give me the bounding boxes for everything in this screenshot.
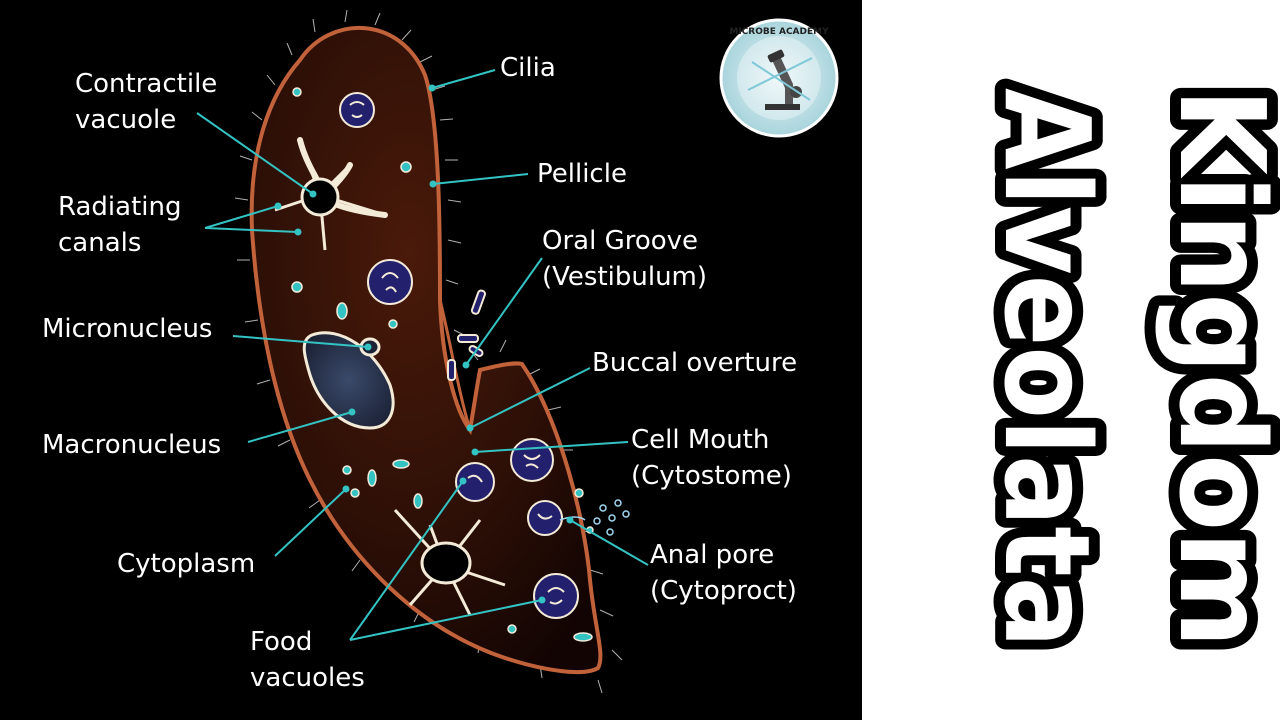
label-radiating-canals: Radiating canals (58, 189, 182, 261)
cell-body (249, 26, 603, 675)
label-pellicle: Pellicle (537, 159, 627, 189)
leader-dots (274, 84, 574, 604)
label-contractile-vacuole-line2: vacuole (75, 105, 177, 135)
label-oral-groove-line2: (Vestibulum) (542, 262, 708, 292)
label-cytoplasm: Cytoplasm (117, 549, 256, 579)
food-vacuole-contents (349, 101, 565, 605)
label-anal-pore: Anal pore (Cytoproct) (650, 537, 797, 609)
label-radiating-canals-line1: Radiating (58, 192, 182, 222)
title-panel: Kingdom Alveolata (862, 0, 1280, 720)
title-kingdom: Kingdom (1153, 88, 1280, 648)
microbe-academy-logo: MICROBE ACADEMY (719, 18, 839, 138)
title-alveolata: Alveolata (978, 88, 1116, 648)
label-anal-pore-line2: (Cytoproct) (650, 576, 797, 606)
logo-text: MICROBE ACADEMY (729, 27, 829, 37)
leader-lines (196, 69, 649, 641)
cytoplasm-granules (291, 87, 594, 642)
title-svg: Kingdom Alveolata (967, 77, 1280, 659)
label-anal-pore-line1: Anal pore (650, 540, 775, 570)
label-contractile-vacuole-line1: Contractile (75, 69, 218, 99)
contractile-vacuole (274, 137, 388, 251)
paramecium-diagram: MICROBE ACADEMY (196, 9, 839, 694)
anal-pore (559, 499, 630, 536)
label-macronucleus: Macronucleus (42, 430, 222, 460)
label-oral-groove-line1: Oral Groove (542, 226, 699, 256)
diagram-panel: MICROBE ACADEMY Contractile vacuole Radi… (0, 0, 862, 720)
label-cilia: Cilia (500, 53, 556, 83)
label-oral-groove: Oral Groove (Vestibulum) (542, 223, 707, 295)
label-contractile-vacuole: Contractile vacuole (75, 66, 217, 138)
label-cell-mouth-line2: (Cytostome) (631, 461, 792, 491)
label-cell-mouth-line1: Cell Mouth (631, 425, 770, 455)
contractile-vacuole-posterior (393, 508, 506, 616)
label-food-vacuoles-line2: vacuoles (250, 663, 365, 693)
label-cell-mouth: Cell Mouth (Cytostome) (631, 422, 792, 494)
label-food-vacuoles: Food vacuoles (250, 624, 365, 696)
label-food-vacuoles-line1: Food (250, 627, 313, 657)
label-micronucleus: Micronucleus (42, 314, 213, 344)
label-radiating-canals-line2: canals (58, 228, 142, 258)
label-buccal-overture: Buccal overture (592, 348, 798, 378)
